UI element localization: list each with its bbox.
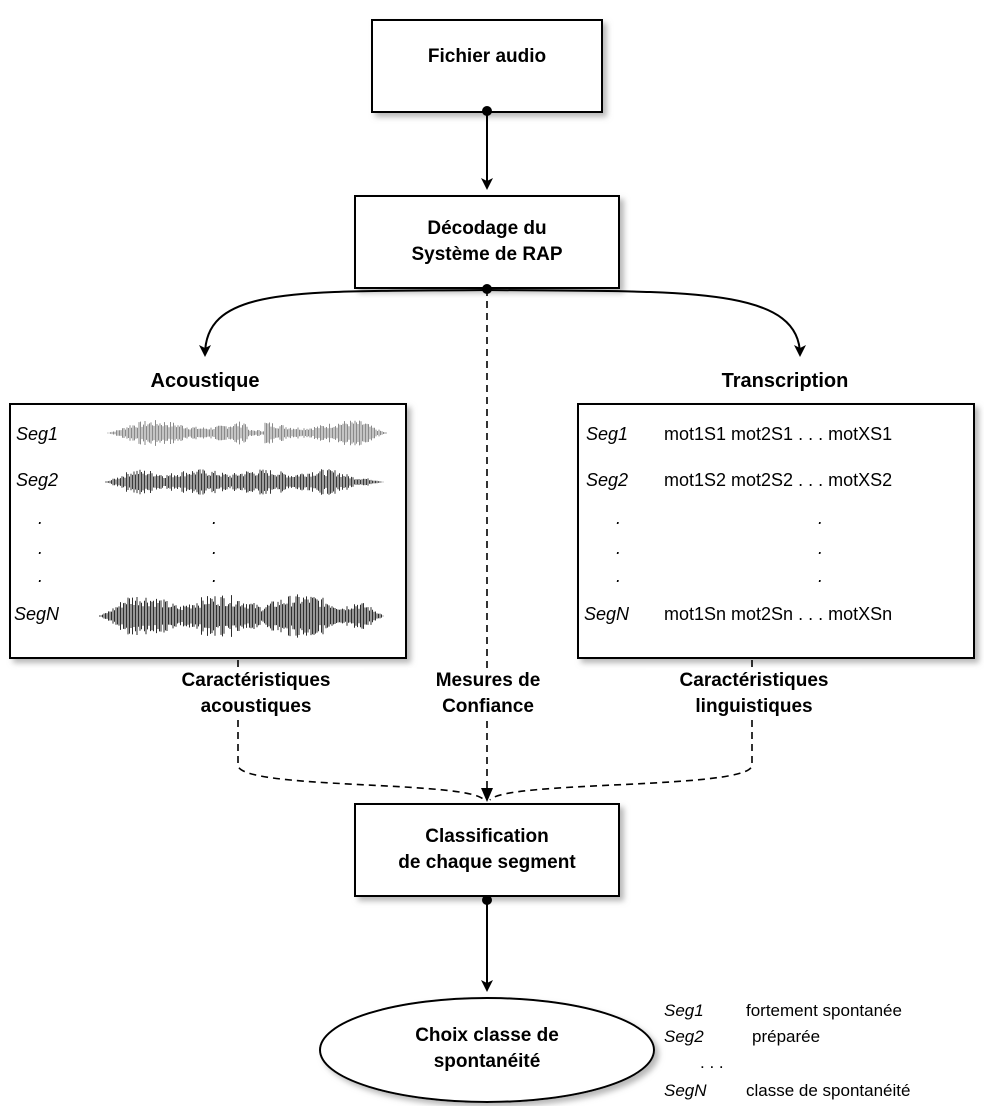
- transcription-segn-words: mot1Sn mot2Sn . . . motXSn: [664, 604, 893, 624]
- result-seg1-label: Seg1: [664, 1001, 704, 1020]
- transcription-seg1-label: Seg1: [586, 424, 629, 444]
- linguistic-features-label: Caractéristiques linguistiques: [646, 668, 862, 720]
- transcription-panel: [577, 403, 975, 659]
- waveform-ellipsis-dot: .: [212, 508, 218, 528]
- words-ellipsis-dot: .: [818, 566, 824, 586]
- result-segn-label: SegN: [664, 1081, 707, 1100]
- transcription-seg2-label: Seg2: [586, 470, 629, 490]
- transcription-seg1-words: mot1S1 mot2S1 . . . motXS1: [664, 424, 893, 444]
- waveform-seg2: [105, 469, 384, 495]
- acoustic-segn-label: SegN: [14, 604, 60, 624]
- waveform-segn: [99, 594, 384, 638]
- acoustic-ellipsis-dot: .: [38, 538, 44, 558]
- result-seg1-value: fortement spontanée: [746, 1001, 902, 1020]
- decoding-to-acoustic-arrow: [199, 289, 488, 357]
- result-seg2-value: préparée: [752, 1027, 821, 1046]
- acoustic-features-dashed-line: [237, 660, 485, 801]
- words-ellipsis-dot: .: [818, 538, 824, 558]
- transcription-segn-label: SegN: [584, 604, 630, 624]
- choice-label: Choix classe de spontanéité: [415, 1025, 559, 1072]
- acoustic-seg1-label: Seg1: [16, 424, 59, 444]
- transcription-seg2-words: mot1S2 mot2S2 . . . motXS2: [664, 470, 893, 490]
- acoustic-seg2-label: Seg2: [16, 470, 59, 490]
- transcription-ellipsis-dot: .: [616, 508, 622, 528]
- waveform-ellipsis-dot: .: [212, 566, 218, 586]
- classification-connector-dot: [482, 895, 492, 905]
- audio-file-box: [371, 19, 603, 113]
- choice-ellipse: [319, 997, 655, 1103]
- acoustic-features-label: Caractéristiques acoustiques: [148, 668, 364, 720]
- waveform-ellipsis-dot: .: [212, 538, 218, 558]
- words-ellipsis-dot: .: [818, 508, 824, 528]
- transcription-ellipsis-dot: .: [616, 538, 622, 558]
- merge-arrowhead: [481, 788, 493, 802]
- acoustic-ellipsis-dot: .: [38, 508, 44, 528]
- transcription-title: Transcription: [721, 370, 849, 392]
- asr-decoding-box: [354, 195, 620, 289]
- decoding-to-transcription-arrow: [486, 289, 806, 357]
- linguistic-features-dashed-line: [489, 660, 753, 801]
- confidence-measures-label: Mesures de Confiance: [408, 668, 568, 720]
- audio-connector-dot: [482, 106, 492, 116]
- result-seg2-label: Seg2: [664, 1027, 704, 1046]
- acoustic-title: Acoustique: [150, 370, 260, 392]
- acoustic-ellipsis-dot: .: [38, 566, 44, 586]
- classification-label: Classification de chaque segment: [398, 826, 576, 873]
- result-ellipsis: . . .: [700, 1053, 724, 1072]
- transcription-ellipsis-dot: .: [616, 566, 622, 586]
- asr-decoding-label: Décodage du Système de RAP: [411, 218, 563, 265]
- result-segn-value: classe de spontanéité: [746, 1081, 911, 1100]
- audio-file-label: Fichier audio: [427, 46, 547, 67]
- waveform-seg1: [107, 420, 387, 446]
